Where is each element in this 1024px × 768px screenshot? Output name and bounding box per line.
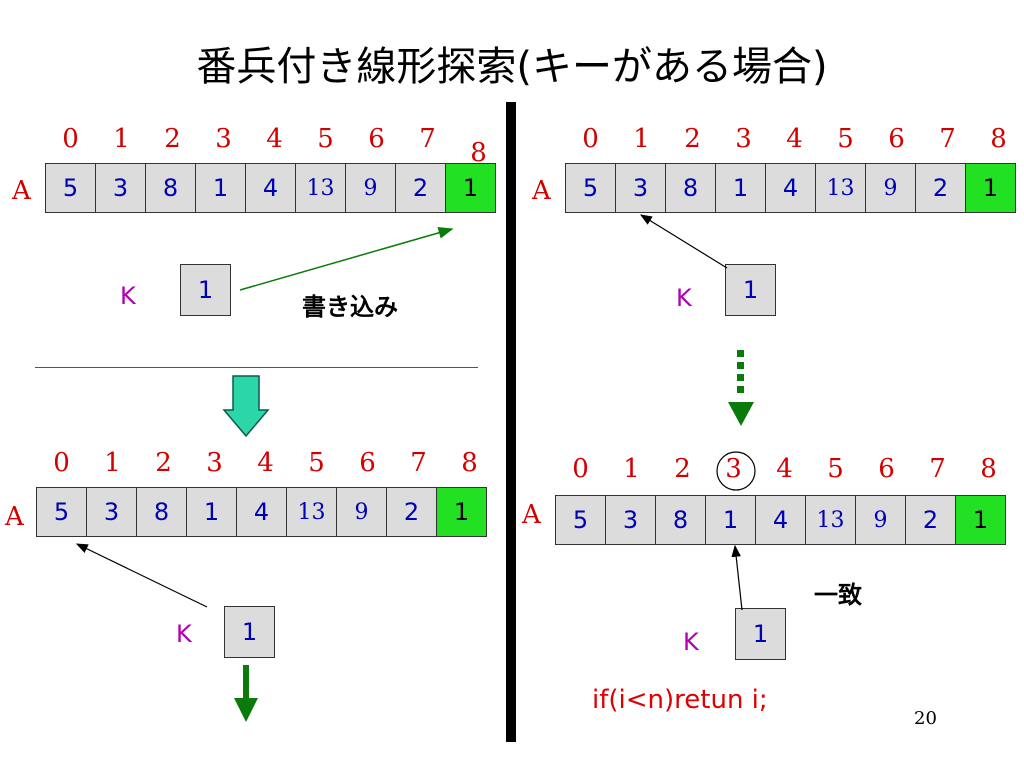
array-cell: 13 (815, 163, 866, 213)
array-row: 5 3 8 1 4 13 9 2 1 (45, 163, 496, 213)
array-row: 5 3 8 1 4 13 9 2 1 (36, 487, 487, 537)
array-cell: 13 (805, 495, 856, 545)
key-box: 1 (224, 606, 275, 658)
array-cell: 1 (705, 495, 756, 545)
key-label: K (176, 620, 192, 648)
key-box: 1 (735, 608, 786, 660)
array-cell: 13 (286, 487, 337, 537)
array-cell: 4 (245, 163, 296, 213)
page-number: 20 (914, 708, 937, 729)
array-cell: 9 (855, 495, 906, 545)
array-row: 5 3 8 1 4 13 9 2 1 (555, 495, 1006, 545)
array-cell: 13 (295, 163, 346, 213)
array-cell: 5 (36, 487, 87, 537)
down-arrow-icon (222, 375, 270, 438)
index-label: 4 (776, 454, 793, 484)
index-label: 0 (582, 124, 599, 154)
index-label: 1 (113, 124, 130, 154)
key-label: K (676, 284, 692, 312)
array-label: A (522, 500, 541, 530)
index-label: 2 (684, 124, 701, 154)
index-label: 5 (837, 124, 854, 154)
array-label: A (12, 176, 31, 206)
index-label: 4 (266, 124, 283, 154)
array-label: A (5, 502, 24, 532)
array-cell: 8 (145, 163, 196, 213)
match-arrow (731, 544, 743, 611)
index-label: 8 (461, 448, 478, 478)
array-cell: 5 (45, 163, 96, 213)
key-box: 1 (180, 264, 231, 316)
index-label: 4 (257, 448, 274, 478)
key-label: K (683, 628, 699, 656)
compare-arrow (639, 214, 728, 269)
index-label: 5 (317, 124, 334, 154)
array-cell: 1 (715, 163, 766, 213)
index-label: 7 (929, 454, 946, 484)
index-label: 1 (633, 124, 650, 154)
index-label: 6 (359, 448, 376, 478)
array-cell: 4 (765, 163, 816, 213)
index-label: 2 (155, 448, 172, 478)
array-cell: 3 (615, 163, 666, 213)
array-cell: 2 (395, 163, 446, 213)
index-label: 3 (206, 448, 223, 478)
index-label: 6 (878, 454, 895, 484)
index-label: 7 (419, 124, 436, 154)
array-cell: 9 (336, 487, 387, 537)
compare-arrow (75, 543, 208, 608)
index-label: 8 (470, 138, 487, 168)
horizontal-separator (35, 367, 478, 368)
index-label: 0 (572, 454, 589, 484)
array-row: 5 3 8 1 4 13 9 2 1 (565, 163, 1016, 213)
index-label: 0 (53, 448, 70, 478)
sentinel-cell: 1 (965, 163, 1016, 213)
index-label: 7 (939, 124, 956, 154)
vertical-divider (506, 102, 516, 742)
index-label: 8 (980, 454, 997, 484)
array-cell: 4 (236, 487, 287, 537)
continue-arrow-icon (234, 665, 258, 722)
match-note: 一致 (814, 581, 862, 609)
match-index-label: 3 (725, 454, 742, 484)
index-label: 3 (215, 124, 232, 154)
slide-title: 番兵付き線形探索(キーがある場合) (196, 44, 828, 90)
index-label: 4 (786, 124, 803, 154)
write-note: 書き込み (302, 293, 398, 321)
key-label: K (120, 282, 136, 310)
array-cell: 2 (915, 163, 966, 213)
index-label: 6 (888, 124, 905, 154)
write-arrow (239, 226, 454, 291)
array-cell: 8 (665, 163, 716, 213)
index-label: 5 (308, 448, 325, 478)
code-line: if(i<n)retun i; (592, 685, 768, 715)
sentinel-cell: 1 (436, 487, 487, 537)
array-cell: 8 (655, 495, 706, 545)
index-label: 1 (104, 448, 121, 478)
index-label: 0 (62, 124, 79, 154)
index-label: 2 (674, 454, 691, 484)
array-cell: 2 (905, 495, 956, 545)
index-label: 1 (623, 454, 640, 484)
array-cell: 1 (195, 163, 246, 213)
index-label: 8 (990, 124, 1007, 154)
sentinel-cell: 1 (445, 163, 496, 213)
array-cell: 3 (605, 495, 656, 545)
index-label: 5 (827, 454, 844, 484)
array-cell: 3 (95, 163, 146, 213)
index-label: 7 (410, 448, 427, 478)
array-cell: 1 (186, 487, 237, 537)
array-cell: 5 (565, 163, 616, 213)
index-label: 6 (368, 124, 385, 154)
sentinel-cell: 1 (955, 495, 1006, 545)
index-label: 3 (735, 124, 752, 154)
array-cell: 2 (386, 487, 437, 537)
index-label: 2 (164, 124, 181, 154)
ellipsis-arrow-icon (728, 350, 754, 426)
array-label: A (532, 176, 551, 206)
key-box: 1 (725, 264, 776, 316)
match-index-circle (716, 451, 756, 491)
